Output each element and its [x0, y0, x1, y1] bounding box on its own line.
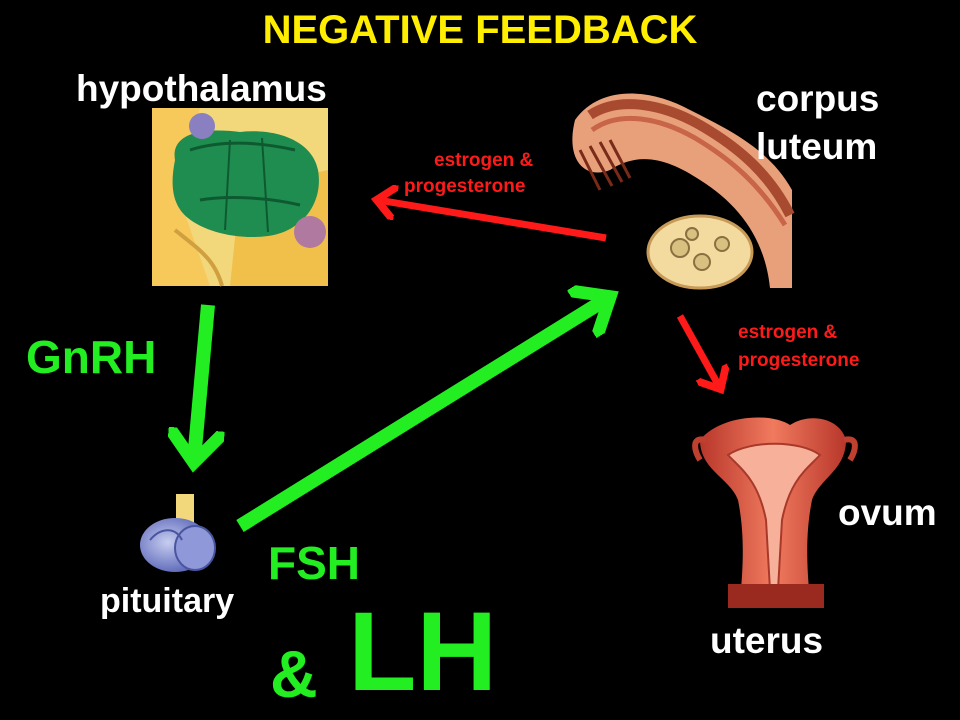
- estrogen-progesterone-label-right-line2: progesterone: [738, 350, 860, 371]
- ampersand-label: &: [270, 637, 318, 711]
- estrogen-progesterone-label-right-line1: estrogen &: [738, 322, 838, 343]
- estrogen-progesterone-label-top-line1: estrogen &: [434, 150, 534, 171]
- corpus-luteum-label-line1: corpus: [756, 78, 880, 119]
- hypothalamus-illustration: [152, 108, 328, 287]
- gnrh-arrow: [194, 304, 208, 460]
- fsh-label: FSH: [268, 537, 360, 589]
- estrogen-progesterone-label-top-line2: progesterone: [404, 176, 526, 197]
- corpus-luteum-illustration: [558, 80, 795, 290]
- diagram-title: NEGATIVE FEEDBACK: [262, 8, 698, 52]
- estrogen-to-uterus-arrow: [676, 314, 720, 388]
- hypothalamus-label: hypothalamus: [76, 68, 327, 109]
- corpus-luteum-label-line2: luteum: [756, 126, 878, 167]
- pituitary-label: pituitary: [100, 582, 235, 620]
- uterus-label: uterus: [710, 620, 824, 661]
- fsh-lh-arrow: [236, 298, 608, 532]
- ovum-label: ovum: [838, 492, 937, 533]
- uterus-illustration: [692, 417, 858, 608]
- estrogen-to-hypothalamus-arrow: [378, 200, 607, 242]
- pituitary-illustration: [140, 494, 216, 572]
- lh-label: LH: [348, 589, 498, 714]
- gnrh-label: GnRH: [26, 331, 157, 383]
